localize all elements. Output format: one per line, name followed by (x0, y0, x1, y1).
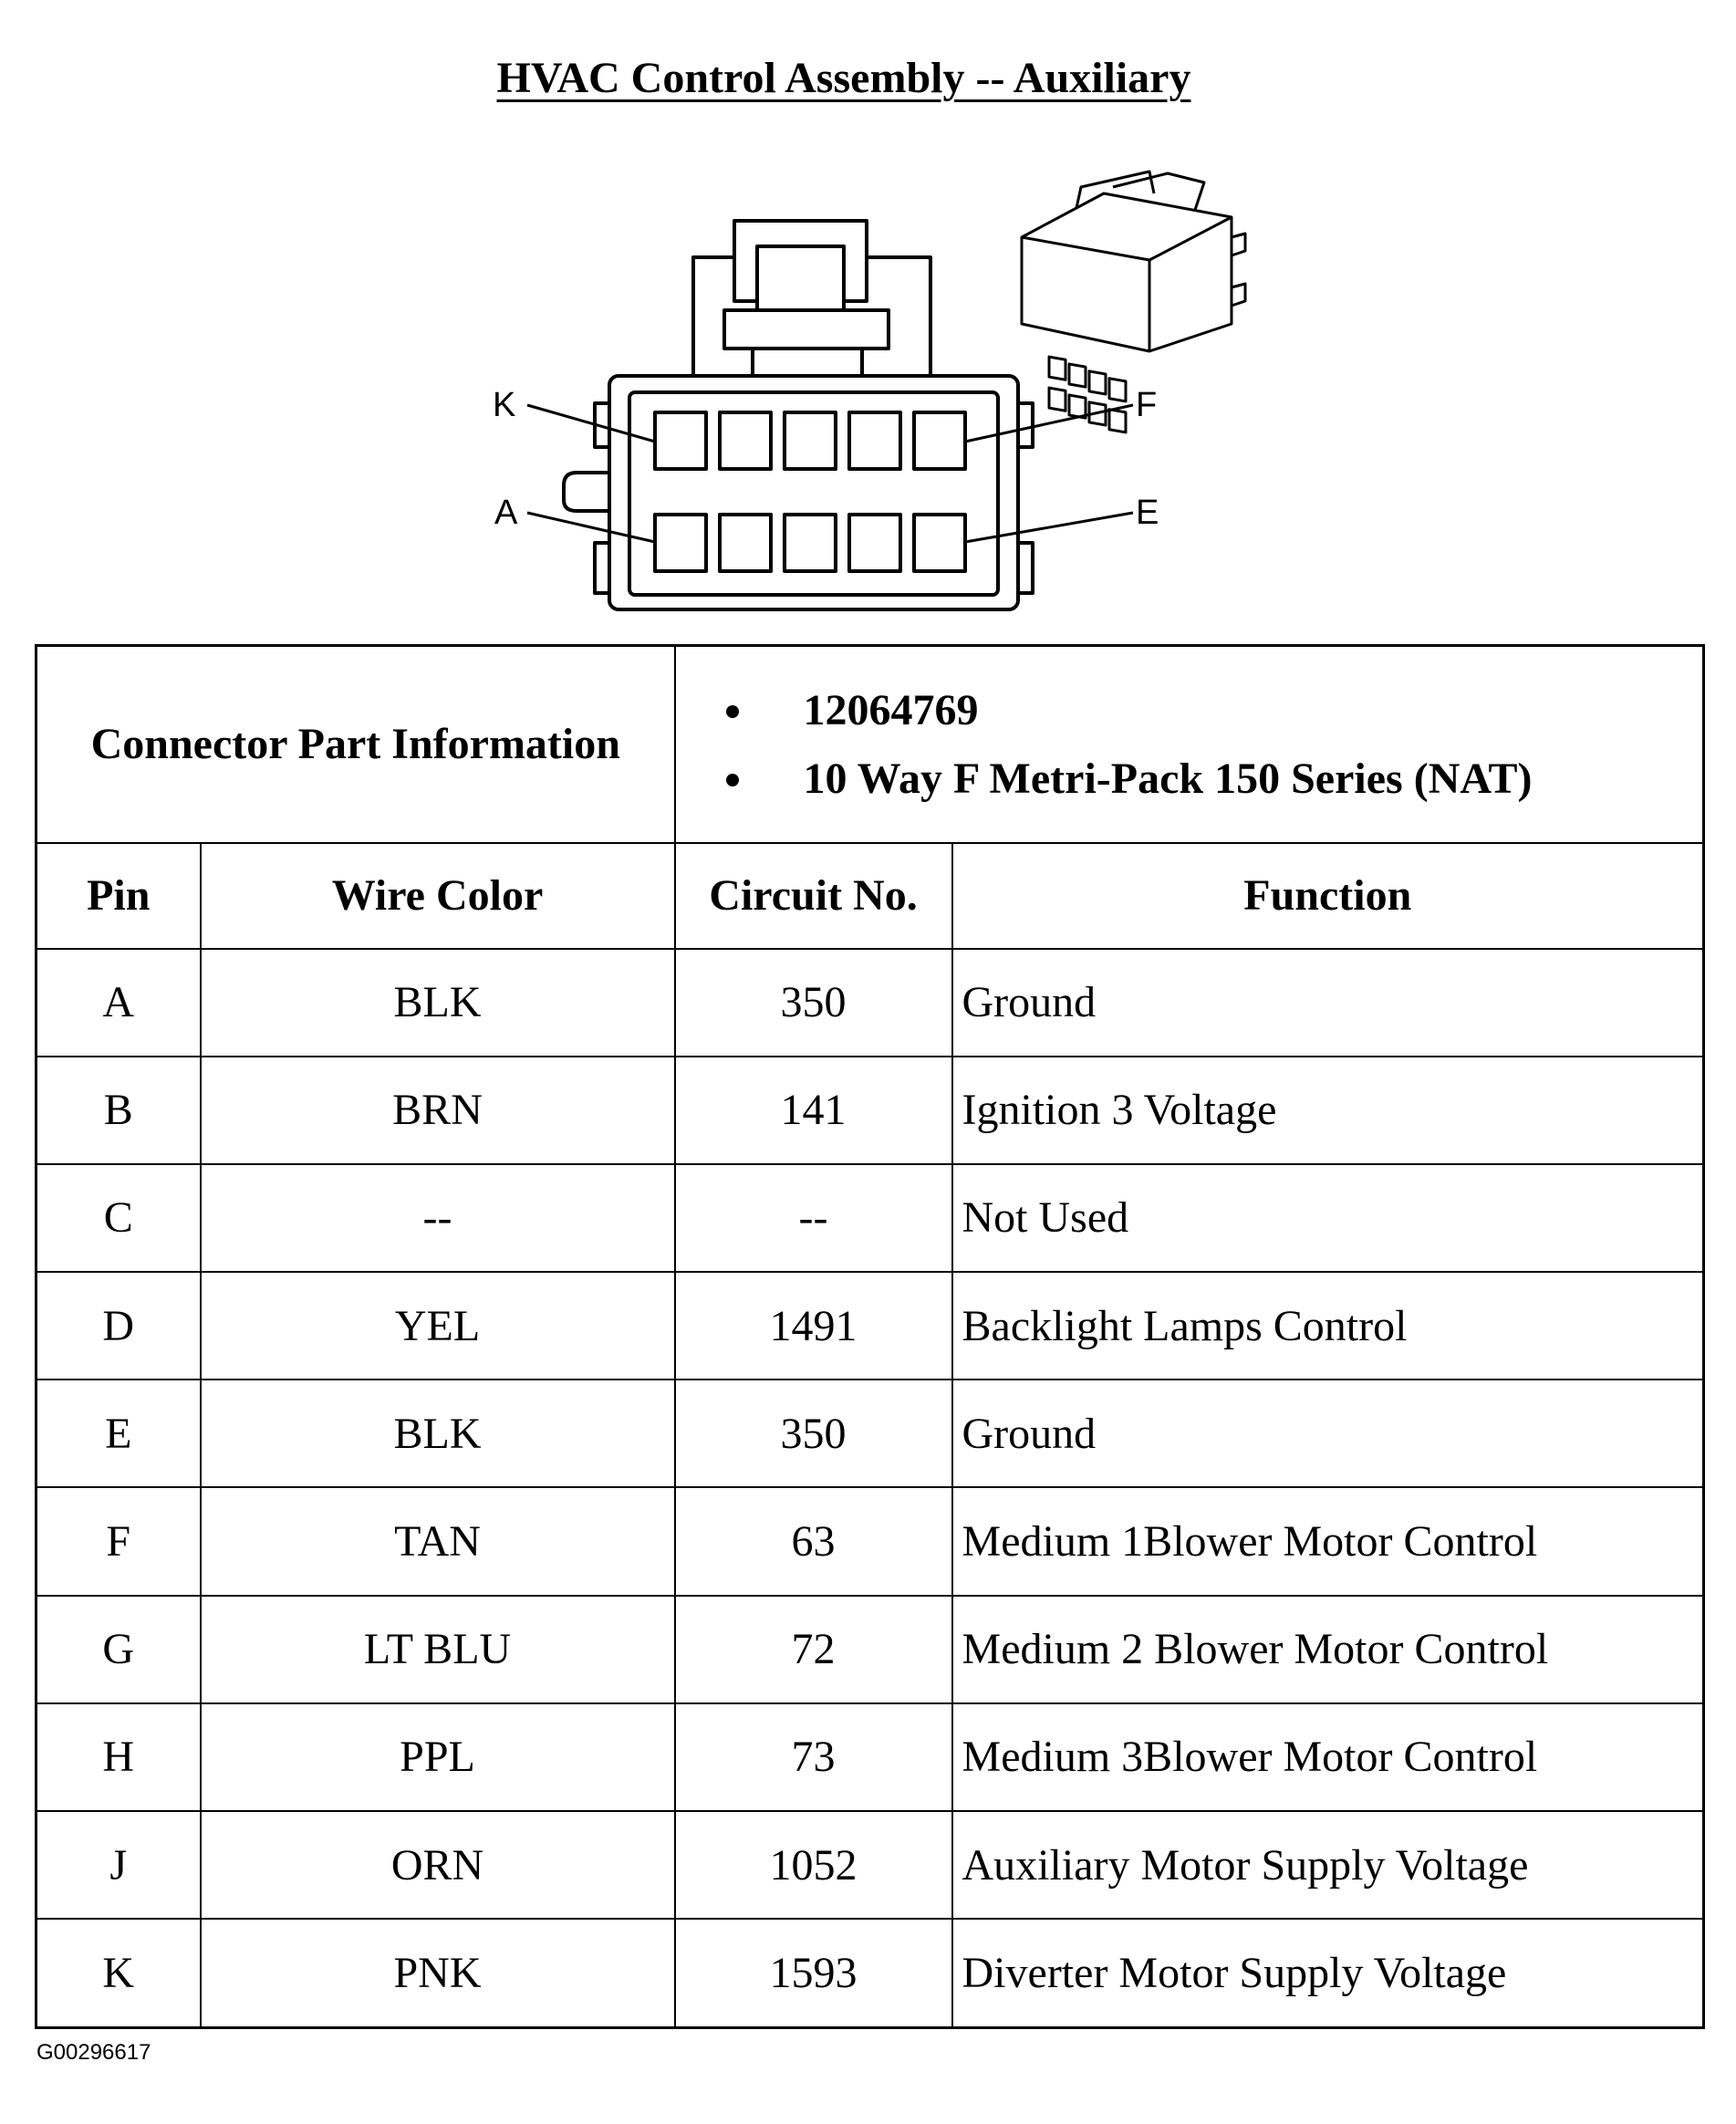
cavity (783, 513, 837, 573)
table-row: E BLK 350 Ground (35, 1379, 1705, 1489)
circuit-cell: 141 (673, 1055, 953, 1165)
pin-cell: G (35, 1594, 202, 1704)
circuit-cell: 73 (673, 1702, 953, 1813)
wire-color-cell: TAN (199, 1486, 676, 1597)
table-row: A BLK 350 Ground (35, 947, 1705, 1057)
cavity (912, 513, 967, 573)
circuit-cell: 1593 (673, 1918, 953, 2029)
wire-color-cell: BLK (199, 947, 676, 1057)
header-circuit: Circuit No. (673, 841, 953, 950)
pin-cell: B (35, 1055, 202, 1165)
circuit-cell: -- (673, 1162, 953, 1274)
wire-color-cell: LT BLU (199, 1594, 676, 1704)
table-row: D YEL 1491 Backlight Lamps Control (35, 1271, 1705, 1381)
table-row: G LT BLU 72 Medium 2 Blower Motor Contro… (35, 1594, 1705, 1704)
title-text: HVAC Control Assembly -- Auxiliary (496, 54, 1191, 102)
connector-diagram: K A F E (493, 170, 1247, 611)
cavity (653, 411, 708, 471)
function-cell: Ground (951, 1379, 1705, 1489)
wire-color-cell: BRN (199, 1055, 676, 1165)
leader-f (964, 403, 1134, 443)
leader-a (526, 511, 656, 544)
cavity (847, 411, 902, 471)
pin-cell: C (35, 1162, 202, 1274)
connector-part-number: 12064769 (758, 685, 1703, 735)
pin-cell: E (35, 1379, 202, 1489)
cavity (718, 411, 773, 471)
function-cell: Medium 3Blower Motor Control (951, 1702, 1705, 1813)
wire-color-cell: PPL (199, 1702, 676, 1813)
header-function: Function (951, 841, 1705, 950)
circuit-cell: 350 (673, 1379, 953, 1489)
function-cell: Not Used (951, 1162, 1705, 1274)
function-cell: Backlight Lamps Control (951, 1271, 1705, 1381)
table-row: F TAN 63 Medium 1Blower Motor Control (35, 1486, 1705, 1597)
callout-f: F (1136, 386, 1157, 424)
figure-id: G00296617 (36, 2040, 151, 2065)
connector-body (608, 374, 1020, 611)
function-cell: Ignition 3 Voltage (951, 1055, 1705, 1165)
pin-cell: A (35, 947, 202, 1057)
table-row: B BRN 141 Ignition 3 Voltage (35, 1055, 1705, 1165)
circuit-cell: 1052 (673, 1809, 953, 1921)
cavity (847, 513, 902, 573)
callout-k: K (493, 386, 515, 424)
pinout-table: Connector Part Information 12064769 10 W… (35, 644, 1706, 2029)
table-row: K PNK 1593 Diverter Motor Supply Voltage (35, 1918, 1705, 2029)
connector-info-row: Connector Part Information 12064769 10 W… (35, 644, 1705, 844)
table-header: Pin Wire Color Circuit No. Function (35, 841, 1705, 950)
function-cell: Auxiliary Motor Supply Voltage (951, 1809, 1705, 1921)
pin-cell: J (35, 1809, 202, 1921)
connector-info-value: 12064769 10 Way F Metri-Pack 150 Series … (673, 644, 1705, 844)
circuit-cell: 72 (673, 1594, 953, 1704)
function-cell: Ground (951, 947, 1705, 1057)
leader-e (964, 511, 1134, 544)
header-pin: Pin (35, 841, 202, 950)
function-cell: Diverter Motor Supply Voltage (951, 1918, 1705, 2029)
pin-cell: K (35, 1918, 202, 2029)
wire-color-cell: BLK (199, 1379, 676, 1489)
cavity (912, 411, 967, 471)
connector-isometric-view (1020, 170, 1247, 434)
wire-color-cell: YEL (199, 1271, 676, 1381)
callout-a: A (494, 494, 518, 532)
wire-color-cell: PNK (199, 1918, 676, 2029)
circuit-cell: 350 (673, 947, 953, 1057)
cavity (783, 411, 837, 471)
function-cell: Medium 1Blower Motor Control (951, 1486, 1705, 1597)
pin-cell: H (35, 1702, 202, 1813)
header-wire-color: Wire Color (199, 841, 676, 950)
callout-e: E (1136, 494, 1159, 532)
function-cell: Medium 2 Blower Motor Control (951, 1594, 1705, 1704)
circuit-cell: 1491 (673, 1271, 953, 1381)
connector-info-label: Connector Part Information (35, 644, 676, 844)
cavity (653, 513, 708, 573)
table-row: H PPL 73 Medium 3Blower Motor Control (35, 1702, 1705, 1813)
connector-description: 10 Way F Metri-Pack 150 Series (NAT) (758, 754, 1703, 804)
wire-color-cell: ORN (199, 1809, 676, 1921)
connector-latch (691, 219, 932, 376)
pin-cell: F (35, 1486, 202, 1597)
leader-k (526, 403, 656, 443)
table-row: J ORN 1052 Auxiliary Motor Supply Voltag… (35, 1809, 1705, 1921)
table-row: C -- -- Not Used (35, 1162, 1705, 1274)
pin-cell: D (35, 1271, 202, 1381)
page-title: HVAC Control Assembly -- Auxiliary (0, 53, 1688, 103)
cavity (718, 513, 773, 573)
circuit-cell: 63 (673, 1486, 953, 1597)
wire-color-cell: -- (199, 1162, 676, 1274)
